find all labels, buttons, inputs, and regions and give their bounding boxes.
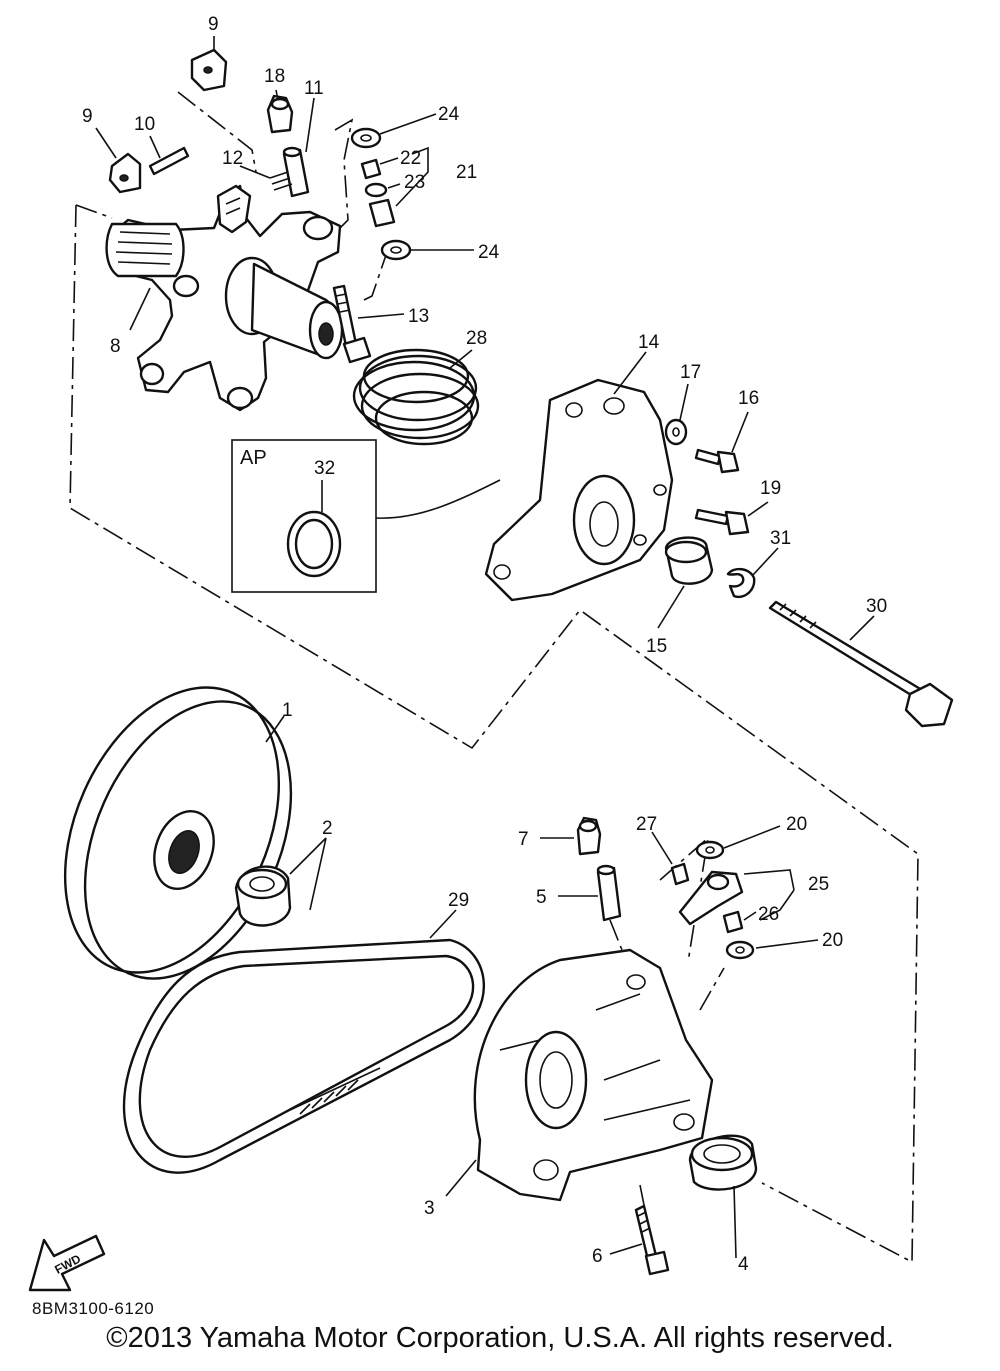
callout-6: 6 <box>592 1246 603 1267</box>
collar-lower <box>596 864 622 922</box>
washer-lower-top <box>695 840 725 860</box>
weight-piece-left <box>108 152 142 194</box>
bolt-spider <box>332 284 372 364</box>
arm <box>678 870 744 926</box>
callout-26: 26 <box>758 904 779 925</box>
washer-lower <box>380 239 412 261</box>
callout-9-top: 9 <box>208 14 219 35</box>
callout-19: 19 <box>760 478 781 499</box>
nut <box>266 94 294 134</box>
callout-9-left: 9 <box>82 106 93 127</box>
callout-23: 23 <box>404 172 425 193</box>
callout-15: 14 <box>638 332 660 353</box>
seal <box>688 1134 758 1191</box>
weight-piece-top <box>190 48 228 92</box>
callout-labels: 9 9 10 18 11 12 24 22 23 21 24 13 8 28 3… <box>82 14 887 1275</box>
roller <box>722 910 744 934</box>
callout-14: 18 <box>264 66 285 87</box>
pin <box>148 146 190 176</box>
option-box-label: AP <box>240 447 267 469</box>
callout-8: 8 <box>110 336 121 357</box>
callout-32: 32 <box>314 458 335 479</box>
bolt-housing <box>634 1204 670 1276</box>
callout-20-upper: 20 <box>786 814 807 835</box>
small-spring <box>269 171 293 191</box>
bushing <box>664 536 714 585</box>
clutch-spider-hub <box>105 184 344 412</box>
callout-22: 22 <box>400 148 421 169</box>
option-box-ap: AP <box>231 439 501 593</box>
washer-lower-bottom <box>725 940 755 960</box>
callout-17: 16 <box>738 388 759 409</box>
clutch-housing <box>473 948 714 1202</box>
callout-29: 29 <box>448 890 469 911</box>
callout-10: 10 <box>134 114 155 135</box>
fixed-sheave <box>63 686 293 980</box>
callout-20-lower: 20 <box>822 930 843 951</box>
callout-21: 21 <box>456 162 477 183</box>
callout-4: 4 <box>738 1254 749 1275</box>
callout-12: 12 <box>222 148 243 169</box>
callout-1: 1 <box>282 700 293 721</box>
callout-24-lower: 24 <box>478 242 500 263</box>
callout-3: 3 <box>424 1198 435 1219</box>
cover <box>484 378 674 602</box>
callout-7: 7 <box>518 829 529 850</box>
bolt-cover-lower <box>694 508 750 536</box>
fwd-arrow-icon: FWD <box>28 1234 106 1292</box>
roller-set <box>360 158 396 228</box>
callout-16: 15 <box>646 636 667 657</box>
callout-2: 2 <box>322 818 333 839</box>
callout-24-upper: 24 <box>438 104 460 125</box>
nut-lower <box>576 816 602 856</box>
compression-spring <box>352 348 480 446</box>
split-collar <box>234 865 292 927</box>
callout-11: 11 <box>304 78 324 99</box>
callout-25: 25 <box>808 874 829 895</box>
callout-27: 27 <box>636 814 657 835</box>
part-code: 8BM3100-6120 <box>32 1299 154 1318</box>
long-bolt <box>768 600 954 728</box>
bolt-cover-upper <box>694 448 740 474</box>
callout-13: 13 <box>408 306 429 327</box>
leader-lines <box>95 36 875 1259</box>
clip <box>726 567 756 599</box>
washer-cover <box>664 418 688 446</box>
callout-5: 5 <box>536 887 547 908</box>
callout-28: 28 <box>466 328 487 349</box>
v-belt <box>122 938 486 1174</box>
callout-30: 30 <box>866 596 887 617</box>
washer-upper <box>350 127 382 149</box>
copyright-notice: ©2013 Yamaha Motor Corporation, U.S.A. A… <box>106 1322 894 1354</box>
callout-31: 31 <box>770 528 791 549</box>
small-spring-lower <box>670 862 690 886</box>
callout-18: 17 <box>680 362 701 383</box>
